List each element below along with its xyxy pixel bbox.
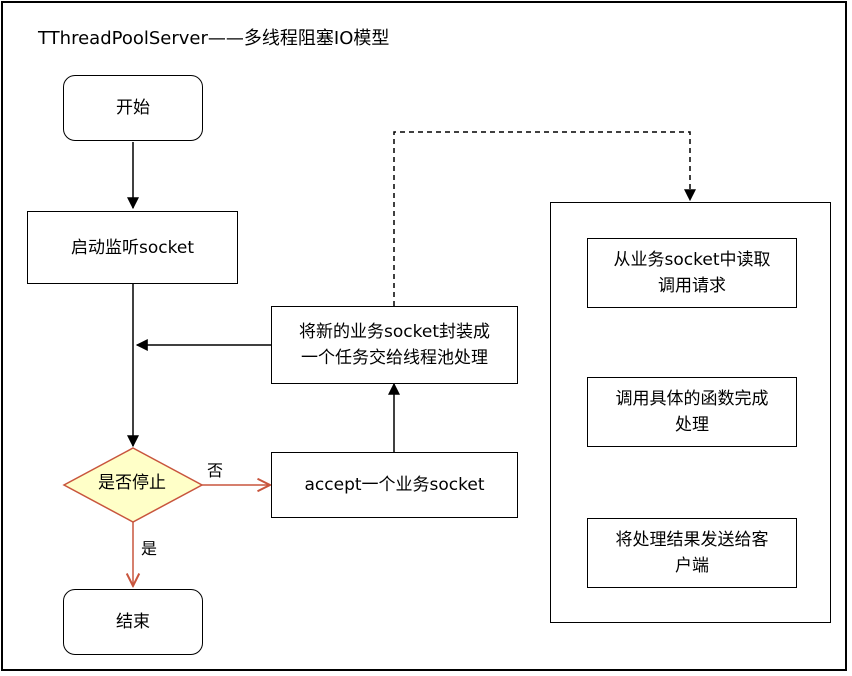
start-node: 开始: [63, 75, 203, 141]
listen-node-label: 启动监听socket: [71, 237, 194, 258]
send-result-line2: 户端: [675, 556, 709, 576]
wrap-task-line1: 将新的业务socket封装成: [299, 322, 490, 342]
decision-node-label: 是否停止: [98, 473, 166, 493]
listen-node: 启动监听socket: [27, 211, 238, 284]
no-branch-label: 否: [207, 461, 224, 480]
decision-diamond: [62, 447, 204, 523]
end-node: 结束: [63, 589, 203, 655]
send-result-line1: 将处理结果发送给客: [615, 530, 769, 550]
process-line2: 处理: [675, 415, 709, 435]
edge-wrap-to-threadpool: [393, 131, 696, 306]
yes-branch-label: 是: [141, 539, 158, 558]
read-request-node: 从业务socket中读取 调用请求: [587, 238, 797, 308]
wrap-task-line2: 一个任务交给线程池处理: [301, 348, 488, 368]
read-request-line2: 调用请求: [658, 276, 726, 296]
accept-node-label: accept一个业务socket: [304, 475, 485, 495]
end-node-label: 结束: [116, 612, 150, 632]
process-node: 调用具体的函数完成 处理: [587, 377, 797, 447]
diagram-title: TThreadPoolServer——多线程阻塞IO模型: [38, 28, 390, 49]
wrap-task-node: 将新的业务socket封装成 一个任务交给线程池处理: [271, 306, 518, 384]
process-line1: 调用具体的函数完成: [615, 389, 769, 409]
read-request-line1: 从业务socket中读取: [613, 250, 771, 270]
accept-node: accept一个业务socket: [271, 452, 518, 518]
send-result-node: 将处理结果发送给客 户端: [587, 518, 797, 588]
start-node-label: 开始: [116, 98, 150, 118]
